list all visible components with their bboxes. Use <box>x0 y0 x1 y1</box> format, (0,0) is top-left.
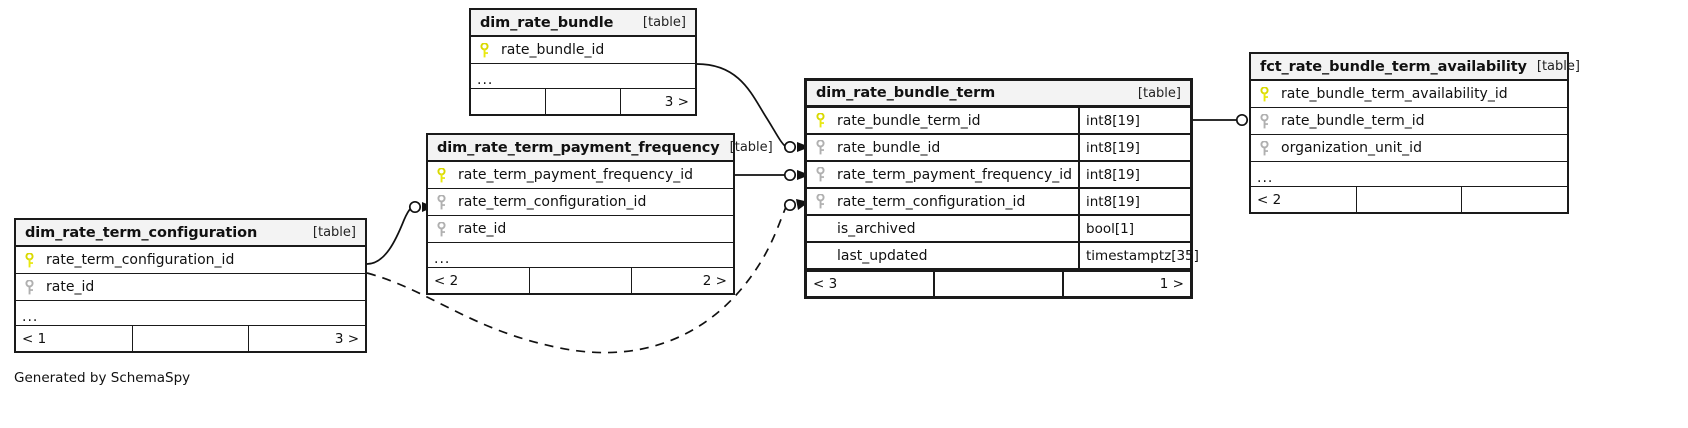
primary-key-icon <box>471 42 497 58</box>
table-footer: 3 > <box>471 89 695 114</box>
table-header: dim_rate_bundle_term [table] <box>807 81 1190 108</box>
column-type: bool[1] <box>1078 216 1190 241</box>
primary-key-icon <box>16 252 42 268</box>
column-row[interactable]: rate_bundle_term_id <box>1251 108 1567 135</box>
more-columns-indicator: ... <box>471 64 695 89</box>
footer-outgoing-count: 2 > <box>702 272 727 289</box>
footer-middle <box>546 89 621 114</box>
table-header: dim_rate_bundle [table] <box>471 10 695 37</box>
table-header: dim_rate_term_payment_frequency [table] <box>428 135 773 162</box>
column-row[interactable]: rate_term_payment_frequency_id <box>428 162 733 189</box>
column-row[interactable]: is_archived bool[1] <box>807 216 1190 243</box>
edge-payment-frequency-to-bundle-term <box>735 168 810 182</box>
column-row[interactable]: rate_term_payment_frequency_id int8[19] <box>807 162 1190 189</box>
column-type: int8[19] <box>1078 108 1190 133</box>
generated-by-note: Generated by SchemaSpy <box>14 370 191 386</box>
column-name: rate_term_configuration_id <box>458 194 647 210</box>
column-name: rate_term_payment_frequency_id <box>458 167 694 183</box>
column-name: rate_bundle_id <box>837 139 941 156</box>
table-footer: < 2 <box>1251 187 1567 212</box>
column-name: rate_bundle_term_id <box>837 112 981 129</box>
table-dim-rate-bundle-term[interactable]: dim_rate_bundle_term [table] rate_bundle… <box>804 78 1199 299</box>
footer-middle <box>133 326 250 351</box>
footer-outgoing-count <box>1462 187 1567 212</box>
column-row[interactable]: rate_bundle_term_id int8[19] <box>807 108 1190 135</box>
footer-middle <box>1357 187 1463 212</box>
column-name: rate_term_configuration_id <box>837 193 1026 210</box>
column-name: last_updated <box>837 247 928 264</box>
column-row[interactable]: organization_unit_id <box>1251 135 1567 162</box>
foreign-key-icon <box>1251 113 1277 129</box>
primary-key-icon <box>1251 86 1277 102</box>
foreign-key-icon <box>807 140 833 155</box>
footer-outgoing-count: 3 > <box>334 330 360 347</box>
footer-middle <box>935 272 1064 296</box>
foreign-key-icon <box>807 194 833 209</box>
column-name: rate_term_payment_frequency_id <box>837 166 1073 183</box>
column-row[interactable]: rate_term_configuration_id <box>16 247 365 274</box>
footer-incoming-count: < 3 <box>807 272 936 296</box>
column-row[interactable]: rate_term_configuration_id <box>428 189 733 216</box>
foreign-key-icon <box>16 279 42 295</box>
column-row[interactable]: rate_id <box>428 216 733 243</box>
table-name: dim_rate_bundle <box>480 14 614 31</box>
footer-incoming-count: < 1 <box>16 326 133 351</box>
column-name: is_archived <box>837 220 916 237</box>
column-row[interactable]: last_updated timestamptz[35] <box>807 243 1199 270</box>
footer-incoming-count: < 2 <box>428 268 530 293</box>
column-name: organization_unit_id <box>1281 140 1422 156</box>
table-type-tag: [table] <box>1536 59 1580 74</box>
table-footer: < 1 3 > <box>16 326 365 351</box>
column-name: rate_bundle_id <box>501 42 605 58</box>
column-name: rate_term_configuration_id <box>46 252 235 268</box>
table-dim-rate-term-payment-frequency[interactable]: dim_rate_term_payment_frequency [table] … <box>426 133 773 295</box>
footer-outgoing-count: 1 > <box>1159 276 1184 292</box>
column-row[interactable]: rate_bundle_id int8[19] <box>807 135 1190 162</box>
table-type-tag: [table] <box>642 15 686 30</box>
table-name: dim_rate_term_payment_frequency <box>437 139 720 156</box>
primary-key-icon <box>807 113 833 128</box>
footer-middle <box>530 268 632 293</box>
column-name: rate_bundle_term_availability_id <box>1281 86 1508 102</box>
footer-incoming-count <box>471 89 546 114</box>
table-name: fct_rate_bundle_term_availability <box>1260 58 1527 75</box>
column-row[interactable]: rate_term_configuration_id int8[19] <box>807 189 1190 216</box>
table-header: dim_rate_term_configuration [table] <box>16 220 365 247</box>
column-name: rate_id <box>46 279 95 295</box>
more-columns-indicator: ... <box>428 243 733 268</box>
primary-key-icon <box>428 167 454 183</box>
table-name: dim_rate_term_configuration <box>25 224 258 241</box>
more-columns-indicator: ... <box>16 301 365 326</box>
table-type-tag: [table] <box>1137 85 1181 101</box>
table-footer: < 3 1 > <box>807 270 1190 296</box>
footer-outgoing-count: 3 > <box>664 93 689 110</box>
table-fct-rate-bundle-term-availability[interactable]: fct_rate_bundle_term_availability [table… <box>1249 52 1580 214</box>
table-dim-rate-bundle[interactable]: dim_rate_bundle [table] rate_bundle_id .… <box>469 8 697 116</box>
column-name: rate_bundle_term_id <box>1281 113 1425 129</box>
foreign-key-icon <box>428 194 454 210</box>
column-type: int8[19] <box>1078 135 1190 160</box>
table-name: dim_rate_bundle_term <box>816 85 996 101</box>
column-row[interactable]: rate_id <box>16 274 365 301</box>
foreign-key-icon <box>428 221 454 237</box>
foreign-key-icon <box>807 167 833 182</box>
footer-incoming-count: < 2 <box>1251 187 1357 212</box>
table-type-tag: [table] <box>312 225 356 240</box>
table-header: fct_rate_bundle_term_availability [table… <box>1251 54 1580 81</box>
table-footer: < 2 2 > <box>428 268 733 293</box>
column-type: timestamptz[35] <box>1078 243 1199 268</box>
more-columns-indicator: ... <box>1251 162 1567 187</box>
column-type: int8[19] <box>1078 162 1190 187</box>
column-type: int8[19] <box>1078 189 1190 214</box>
column-row[interactable]: rate_bundle_term_availability_id <box>1251 81 1567 108</box>
table-type-tag: [table] <box>729 140 773 155</box>
column-name: rate_id <box>458 221 507 237</box>
column-row[interactable]: rate_bundle_id <box>471 37 695 64</box>
edge-term-configuration-to-payment-frequency <box>366 200 434 265</box>
foreign-key-icon <box>1251 140 1277 156</box>
table-dim-rate-term-configuration[interactable]: dim_rate_term_configuration [table] rate… <box>14 218 367 353</box>
